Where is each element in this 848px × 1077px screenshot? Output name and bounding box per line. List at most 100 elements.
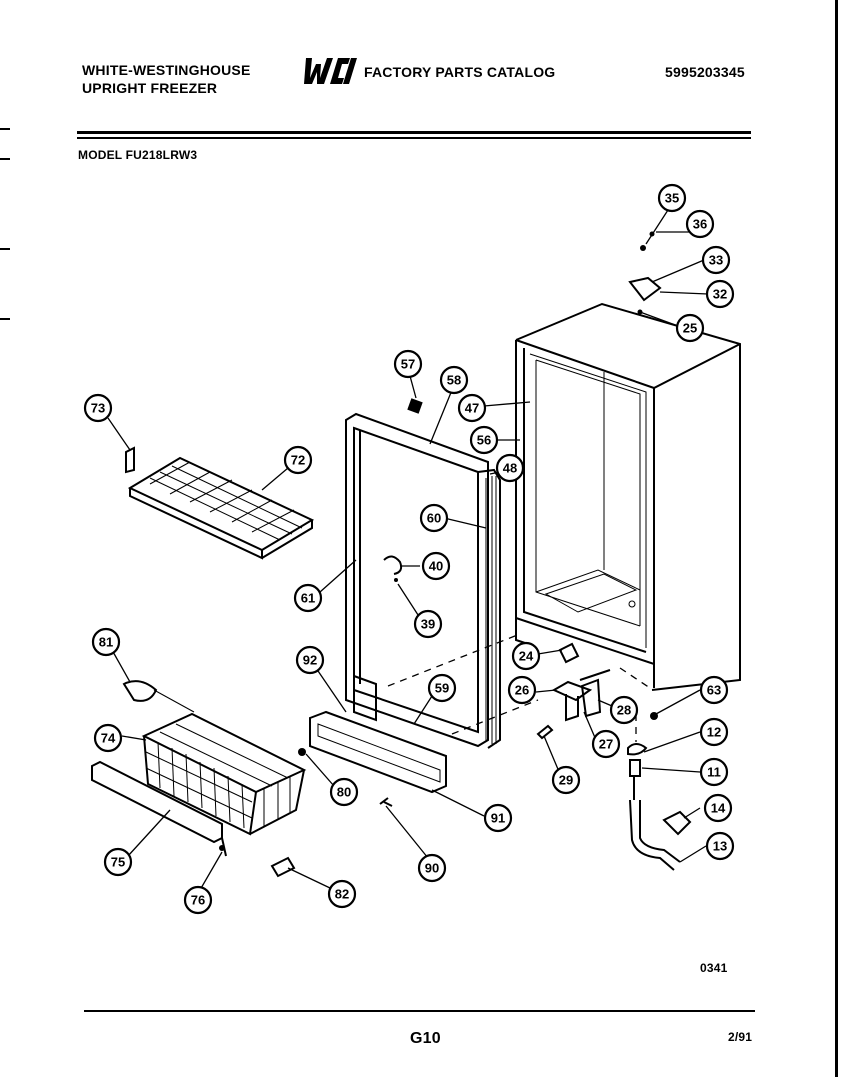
callout-label: 40 — [429, 559, 443, 574]
callout-12: 12 — [699, 717, 729, 747]
callout-59: 59 — [427, 673, 457, 703]
callout-label: 56 — [477, 433, 491, 448]
callout-label: 81 — [99, 635, 113, 650]
callout-label: 11 — [707, 765, 721, 780]
callout-61: 61 — [293, 583, 323, 613]
callout-35: 35 — [657, 183, 687, 213]
margin-mark — [0, 158, 10, 160]
callout-63: 63 — [699, 675, 729, 705]
revision-date: 2/91 — [728, 1030, 753, 1044]
callout-56: 56 — [469, 425, 499, 455]
margin-mark — [0, 128, 10, 130]
brand-line-2: UPRIGHT FREEZER — [82, 80, 218, 96]
callout-26: 26 — [507, 675, 537, 705]
callout-label: 91 — [491, 811, 505, 826]
header-rule — [77, 137, 751, 139]
callout-label: 27 — [599, 737, 613, 752]
basket — [91, 680, 307, 878]
callout-73: 73 — [83, 393, 113, 423]
top-hinge — [628, 231, 662, 315]
callout-27: 27 — [591, 729, 621, 759]
callout-14: 14 — [703, 793, 733, 823]
callout-29: 29 — [551, 765, 581, 795]
wci-logo — [304, 58, 357, 84]
brand-line-1: WHITE-WESTINGHOUSE — [82, 62, 251, 78]
callout-57: 57 — [393, 349, 423, 379]
callout-label: 60 — [427, 511, 441, 526]
callout-75: 75 — [103, 847, 133, 877]
callout-label: 57 — [401, 357, 415, 372]
callout-24: 24 — [511, 641, 541, 671]
model-number: MODEL FU218LRW3 — [78, 148, 198, 162]
callout-label: 33 — [709, 253, 723, 268]
callout-label: 59 — [435, 681, 449, 696]
callout-label: 82 — [335, 887, 349, 902]
callout-label: 92 — [303, 653, 317, 668]
door-assembly — [345, 398, 501, 749]
callout-label: 73 — [91, 401, 105, 416]
callout-label: 25 — [683, 321, 697, 336]
callout-13: 13 — [705, 831, 735, 861]
callout-47: 47 — [457, 393, 487, 423]
callout-label: 12 — [707, 725, 721, 740]
callout-74: 74 — [93, 723, 123, 753]
callout-92: 92 — [295, 645, 325, 675]
callout-80: 80 — [329, 777, 359, 807]
page-number: G10 — [410, 1030, 441, 1047]
callout-label: 74 — [101, 731, 116, 746]
margin-mark — [0, 248, 10, 250]
callout-33: 33 — [701, 245, 731, 275]
callout-label: 63 — [707, 683, 721, 698]
callout-40: 40 — [421, 551, 451, 581]
callout-90: 90 — [417, 853, 447, 883]
callout-label: 32 — [713, 287, 727, 302]
callout-82: 82 — [327, 879, 357, 909]
cabinet — [515, 302, 741, 691]
shelf — [125, 446, 315, 560]
leader-lines — [107, 209, 709, 891]
callout-60: 60 — [419, 503, 449, 533]
callout-32: 32 — [705, 279, 735, 309]
callout-label: 28 — [617, 703, 631, 718]
callout-label: 35 — [665, 191, 679, 206]
callout-label: 58 — [447, 373, 461, 388]
callout-label: 14 — [711, 801, 726, 816]
callout-label: 48 — [503, 461, 517, 476]
callout-label: 29 — [559, 773, 573, 788]
callout-72: 72 — [283, 445, 313, 475]
callout-81: 81 — [91, 627, 121, 657]
door-bar — [298, 710, 447, 807]
callout-11: 11 — [699, 757, 729, 787]
callout-label: 75 — [111, 855, 125, 870]
margin-mark — [0, 318, 10, 320]
callout-39: 39 — [413, 609, 443, 639]
callout-label: 76 — [191, 893, 205, 908]
lower-hinge — [536, 642, 658, 740]
callout-label: 80 — [337, 785, 351, 800]
callout-58: 58 — [439, 365, 469, 395]
callout-label: 90 — [425, 861, 439, 876]
callout-label: 36 — [693, 217, 707, 232]
callout-label: 26 — [515, 683, 529, 698]
callout-25: 25 — [675, 313, 705, 343]
callout-label: 61 — [301, 591, 315, 606]
footer-rule — [84, 1010, 755, 1012]
catalog-number: 5995203345 — [665, 64, 745, 80]
callout-36: 36 — [685, 209, 715, 239]
callout-76: 76 — [183, 885, 213, 915]
catalog-title: FACTORY PARTS CATALOG — [364, 64, 556, 80]
callout-label: 24 — [519, 649, 534, 664]
callout-label: 47 — [465, 401, 479, 416]
callout-91: 91 — [483, 803, 513, 833]
header-rule — [77, 131, 751, 134]
page-border — [835, 0, 838, 1077]
leveling-and-drain — [627, 743, 692, 871]
callout-48: 48 — [495, 453, 525, 483]
callout-label: 72 — [291, 453, 305, 468]
drawing-code: 0341 — [700, 961, 728, 975]
callout-label: 39 — [421, 617, 435, 632]
callout-28: 28 — [609, 695, 639, 725]
callout-label: 13 — [713, 839, 727, 854]
